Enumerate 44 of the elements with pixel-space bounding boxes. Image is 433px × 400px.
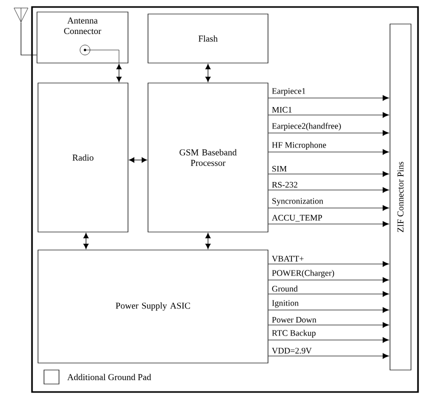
bidirectional-arrow: [83, 232, 89, 250]
connector-strip: ZIF Connector Pins: [390, 24, 412, 370]
signal-arrow: [268, 130, 389, 136]
signal-label: Syncronization: [271, 198, 324, 206]
signal-label: SIM: [271, 165, 288, 172]
signal-arrow: [268, 307, 389, 313]
signal-arrow: [268, 171, 389, 177]
signal-label: VBATT+: [271, 255, 305, 262]
signal-label: Earpiece2(handfree): [271, 122, 342, 132]
signal-label: VDD=2.9V: [271, 347, 312, 354]
signal-arrow: [268, 337, 389, 343]
block-box: GSM Baseband Processor: [148, 82, 268, 232]
signal-arrow: [268, 112, 389, 118]
signal-label: POWER(Charger): [271, 269, 336, 278]
legend-label: Additional Ground Pad: [67, 374, 152, 380]
bidirectional-arrow: [116, 64, 122, 82]
block-box: Antenna Connector: [36, 12, 128, 64]
signal-label: ACCU_TEMP: [271, 214, 323, 222]
signal-arrow: [268, 205, 389, 211]
signal-arrow: [268, 95, 389, 101]
signal-label: Earpiece1: [271, 88, 306, 96]
signal-label: RTC Backup: [271, 329, 317, 338]
bidirectional-arrow: [128, 157, 148, 163]
connector-line: [20, 22, 37, 56]
signal-arrow: [268, 149, 389, 155]
signal-arrow: [268, 322, 389, 328]
antenna-symbol: [14, 8, 28, 22]
signal-arrow: [268, 221, 389, 227]
signal-arrow: [268, 353, 389, 359]
block-box: Power Supply ASIC: [38, 250, 268, 364]
signal-label: Power Down: [271, 316, 318, 324]
signal-label: MIC1: [271, 106, 293, 114]
signal-arrow: [268, 291, 389, 297]
block-box: Radio: [38, 82, 128, 232]
bidirectional-arrow: [205, 64, 211, 82]
block-box: Flash: [148, 14, 268, 64]
signal-label: HF Microphone: [271, 141, 327, 150]
signal-label: Ignition: [271, 300, 300, 308]
signal-arrow: [268, 187, 389, 193]
signal-arrow: [268, 261, 389, 267]
signal-label: Ground: [271, 285, 298, 292]
signal-label: RS-232: [271, 181, 298, 188]
signal-arrow: [268, 277, 389, 283]
bidirectional-arrow: [205, 232, 211, 250]
